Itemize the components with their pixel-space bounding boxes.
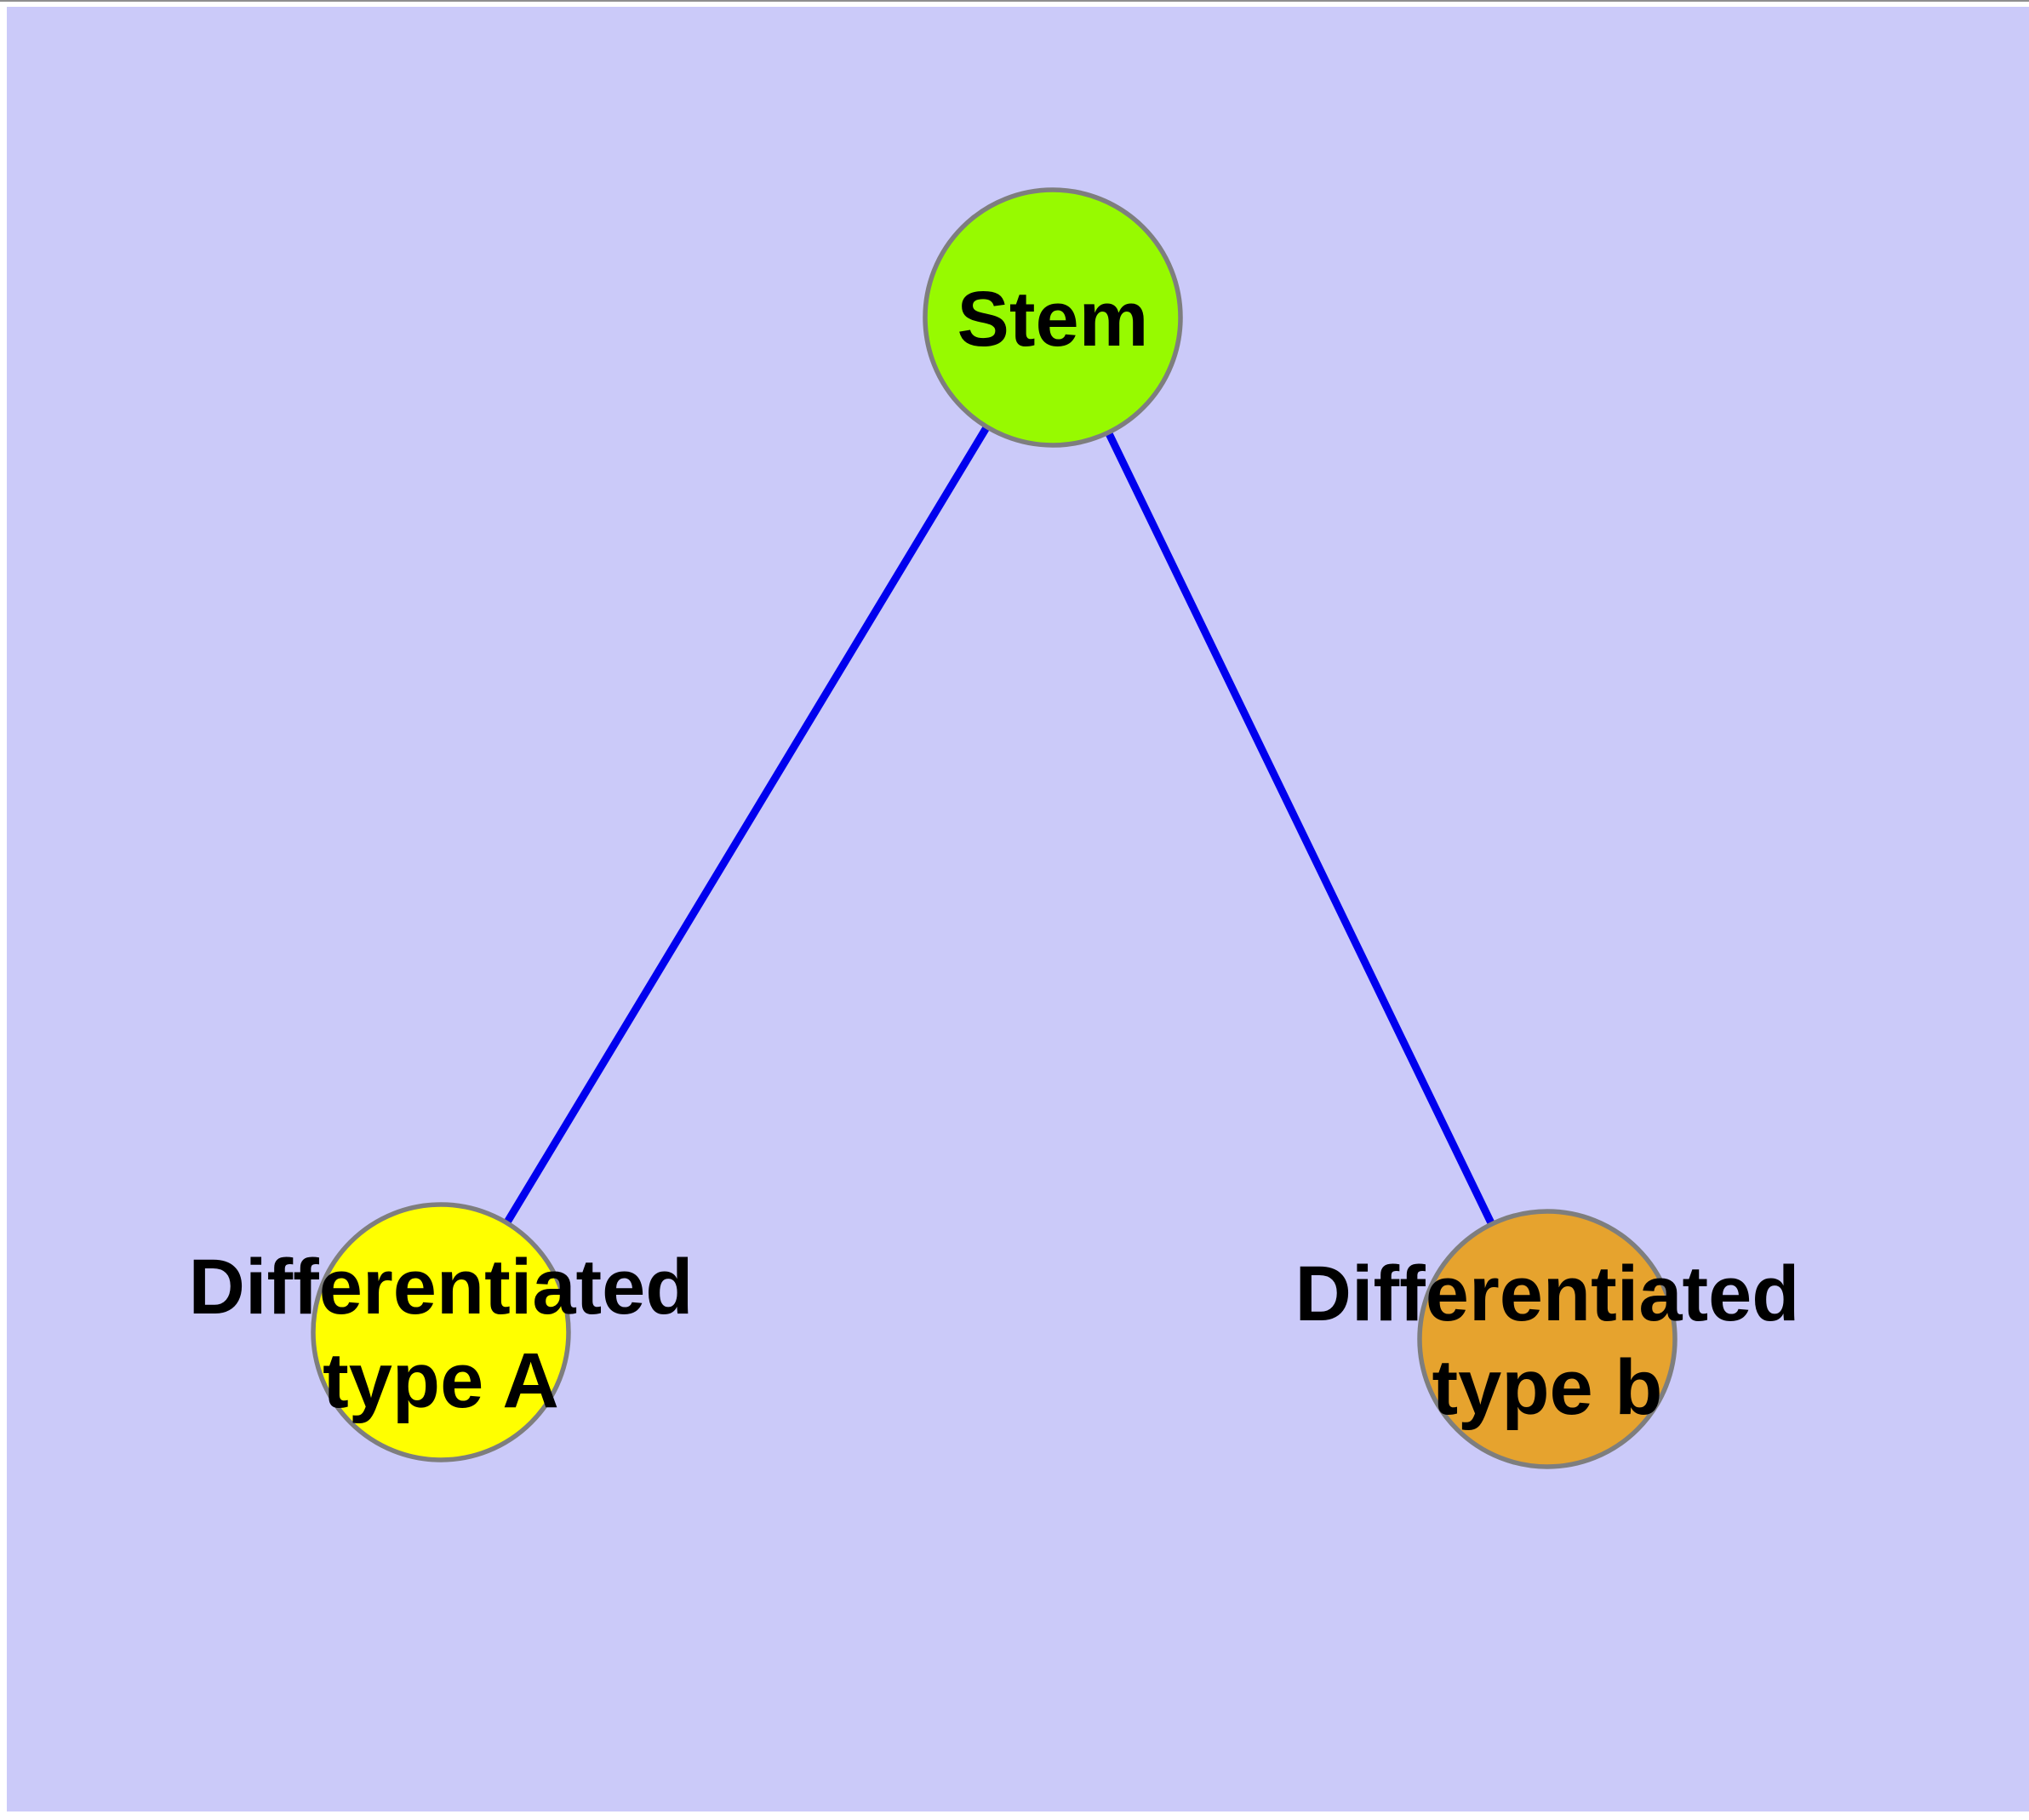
edge-stem-to-differentiated-type-b	[1049, 316, 1552, 1341]
node-differentiated-type-a	[311, 1202, 571, 1462]
node-differentiated-type-b	[1417, 1209, 1677, 1469]
node-stem	[923, 187, 1183, 448]
edge-stem-to-differentiated-type-a	[437, 315, 1056, 1335]
edge-layer	[437, 315, 1552, 1341]
node-label-stem: Stem	[957, 276, 1149, 363]
node-layer	[311, 187, 1677, 1469]
top-rule	[0, 0, 2029, 2]
